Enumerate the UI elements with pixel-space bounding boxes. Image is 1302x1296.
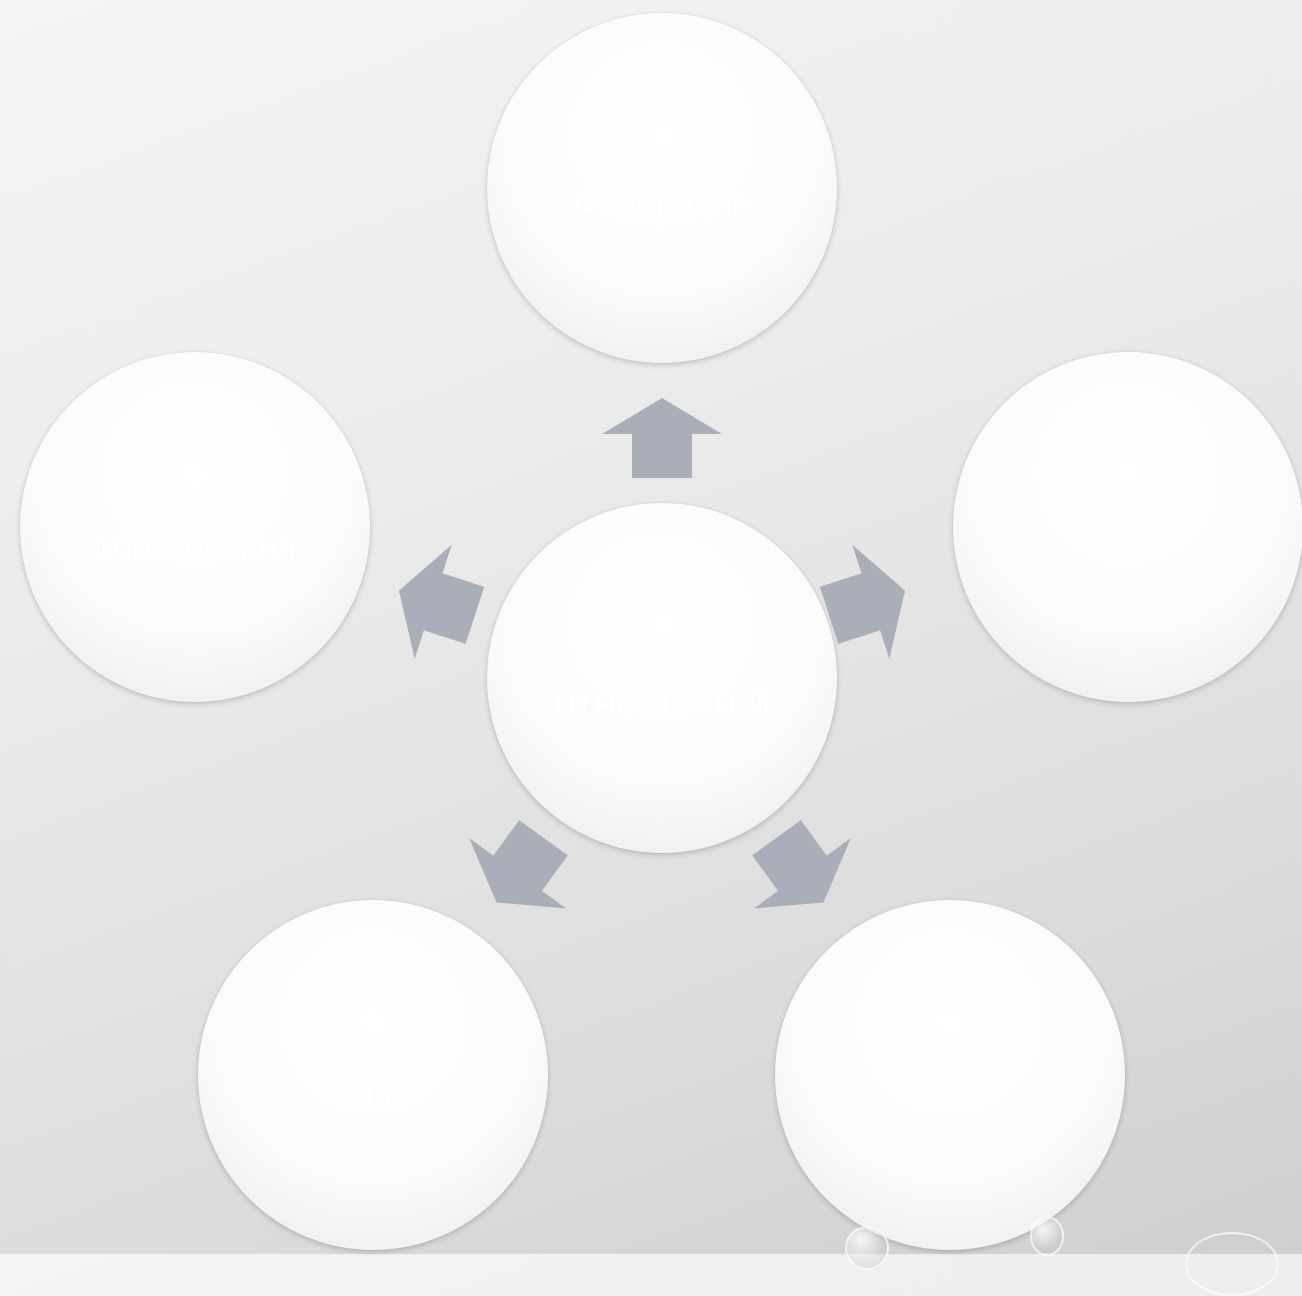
node-left-circle: образования (20, 352, 370, 702)
node-right-circle (953, 352, 1302, 702)
decorative-bubble-icon (845, 1226, 889, 1270)
center-node-circle: отношени й (487, 503, 837, 853)
arrow-upper-left-icon (380, 534, 493, 673)
node-left-label: образования (94, 527, 297, 568)
decorative-bubble-icon (1185, 1232, 1279, 1296)
center-node-label: отношени й (542, 679, 782, 727)
node-bottom-left-label: лица (334, 1075, 411, 1116)
node-bottom-right-label: лица (911, 1075, 988, 1116)
node-bottom-left-circle: лица (198, 900, 548, 1250)
arrow-up-icon (602, 398, 722, 478)
node-bottom-right-circle: лица (775, 900, 1125, 1250)
node-top-circle: Федерация (487, 13, 837, 363)
node-top-label: Федерация (573, 183, 750, 224)
radial-diagram: Федерация образования отношени й лица ли… (0, 0, 1302, 1254)
decorative-bubble-icon (1030, 1216, 1064, 1256)
